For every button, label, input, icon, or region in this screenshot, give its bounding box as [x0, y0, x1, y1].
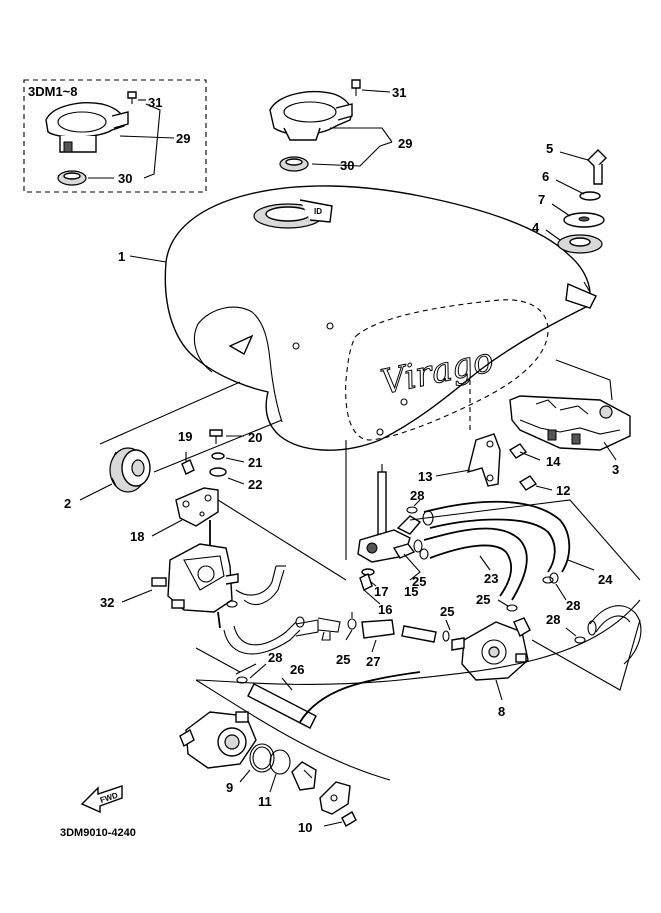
inset-screw	[127, 91, 137, 99]
callout-9: 9	[226, 780, 233, 795]
bolt-12	[518, 475, 538, 491]
screw-10	[341, 811, 357, 827]
inset-variant-box: 3DM1~8 31 29 30	[23, 79, 207, 193]
fuel-pump-8: 8	[451, 617, 641, 719]
callout-28-upper: 28	[410, 488, 424, 503]
callout-11: 11	[258, 794, 272, 809]
hoses-23-24: 23 24 25	[409, 499, 641, 601]
callout-4: 4	[532, 220, 540, 235]
callout-2: 2	[64, 496, 71, 511]
bolt-19	[181, 459, 195, 475]
callout-3: 3	[612, 462, 619, 477]
rear-mount-hardware: 5 6 7 4	[532, 141, 607, 254]
callout-30: 30	[340, 158, 354, 173]
callout-25-mid: 25	[412, 574, 426, 589]
callout-14: 14	[546, 454, 561, 469]
callout-24: 24	[598, 572, 613, 587]
callout-6: 6	[542, 169, 549, 184]
fuel-pump-32: 32	[100, 520, 239, 629]
fuel-cap-assembly: 31 29 30	[269, 79, 412, 173]
callout-5: 5	[546, 141, 553, 156]
callout-22: 22	[248, 477, 262, 492]
callout-17: 17	[374, 584, 388, 599]
callout-31-inset: 31	[148, 95, 162, 110]
hose-27	[361, 619, 395, 639]
screw-20	[209, 429, 223, 437]
callout-31: 31	[392, 85, 406, 100]
callout-28-right-lower: 28	[546, 612, 560, 627]
left-hoses: 28	[195, 565, 305, 684]
bolt-16	[359, 573, 373, 591]
callout-25-left: 25	[336, 652, 350, 667]
forward-arrow: FWD	[80, 785, 123, 814]
callout-7: 7	[538, 192, 545, 207]
rear-bracket: 3	[509, 359, 631, 477]
callout-19: 19	[178, 429, 192, 444]
inset-label: 3DM1~8	[28, 84, 78, 99]
clip-28-upper	[406, 506, 418, 514]
lower-hose-26: 26	[195, 599, 641, 781]
callout-12: 12	[556, 483, 570, 498]
callout-29-inset: 29	[176, 131, 190, 146]
bracket-18: 18	[130, 487, 347, 581]
pump-repair-parts: 9 11 10	[179, 711, 357, 835]
callout-15: 15	[404, 584, 418, 599]
right-clips: 28 25 28	[476, 576, 642, 665]
middle-hoses: 25 27 25	[295, 604, 454, 669]
washer-21	[211, 452, 225, 460]
callout-10: 10	[298, 820, 312, 835]
callout-20: 20	[248, 430, 262, 445]
callout-1: 1	[118, 249, 125, 264]
callout-8: 8	[498, 704, 505, 719]
callout-28-lower-left: 28	[268, 650, 282, 665]
callout-13: 13	[418, 469, 432, 484]
callout-29: 29	[398, 136, 412, 151]
diaphragm-9	[249, 743, 275, 773]
gasket-11	[269, 749, 291, 775]
petcock-mount-hardware: 19 20 21 22	[178, 429, 262, 492]
callout-23: 23	[484, 571, 498, 586]
callout-26: 26	[290, 662, 304, 677]
drawing-code: 3DM9010-4240	[60, 827, 136, 839]
cover-plate	[319, 781, 351, 815]
washer-6	[579, 191, 601, 201]
callout-27: 27	[366, 654, 380, 669]
callout-16: 16	[378, 602, 392, 617]
stay-13	[467, 433, 501, 487]
stay-and-bolts: 13 14 12	[418, 433, 570, 498]
callout-28-right-upper: 28	[566, 598, 580, 613]
callout-30-inset: 30	[118, 171, 132, 186]
bolt-14	[508, 443, 528, 459]
callout-25-pump: 25	[440, 604, 454, 619]
svg-text:ID: ID	[314, 207, 322, 216]
callout-18: 18	[130, 529, 144, 544]
bolt-5	[587, 149, 607, 169]
washer-22	[209, 467, 227, 477]
grommet-2: 2	[64, 381, 283, 511]
fuel-cock: 15 17 16 28	[357, 464, 424, 617]
callout-25-right: 25	[476, 592, 490, 607]
callout-21: 21	[248, 455, 262, 470]
cap-screw	[351, 79, 361, 89]
fuel-tank: ID Virago 1	[118, 185, 597, 560]
callout-32: 32	[100, 595, 114, 610]
